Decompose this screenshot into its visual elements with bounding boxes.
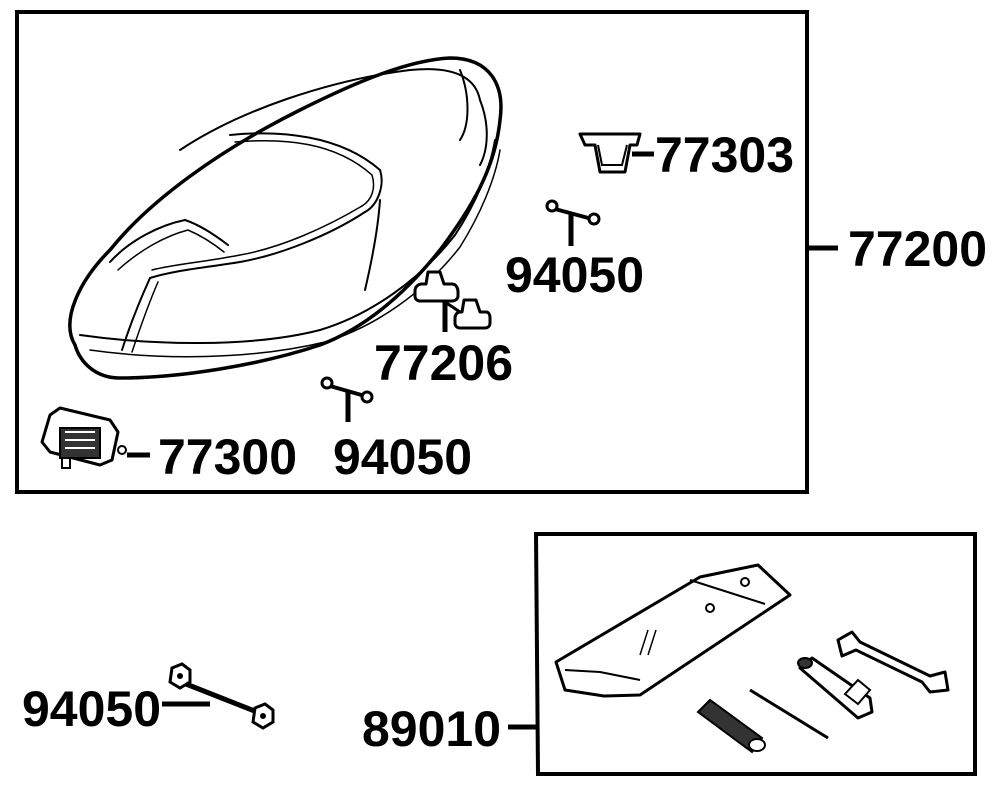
part-number-94050-lower: 94050	[333, 429, 472, 485]
seat-group: 77303 94050 77206 94050	[15, 10, 987, 494]
leader-77206-b	[444, 300, 461, 314]
part-number-89010: 89010	[362, 701, 501, 757]
nut-icon	[360, 390, 374, 404]
nut-hole-icon	[177, 673, 183, 679]
seat-saddle-top-inner	[234, 140, 375, 207]
seat-side-seam	[79, 139, 496, 344]
seat-group-frame	[15, 10, 809, 494]
seat-illustration	[68, 56, 503, 380]
seat-saddle-front-inner	[151, 205, 363, 271]
seat-lock-tab-icon	[61, 457, 71, 469]
seat-nose-panel	[109, 219, 229, 263]
part-77303-buffer: 77303	[578, 127, 794, 183]
seat-rear-hump	[179, 68, 481, 151]
buffer-icon	[578, 132, 642, 174]
part-number-77300: 77300	[158, 429, 297, 485]
part-94050-loose: 94050	[22, 662, 275, 737]
seat-saddle-top	[229, 132, 383, 213]
seat-center-seam	[364, 199, 381, 291]
part-number-77206: 77206	[374, 335, 513, 391]
tool-pouch-shine-icon	[647, 629, 657, 656]
seat-front-seam	[121, 277, 151, 351]
seat-lock-ear-icon	[117, 445, 127, 455]
tool-kit-frame	[533, 532, 977, 776]
part-77206-rubber-stopper: 77206	[374, 270, 513, 391]
nut-rod-icon	[185, 681, 263, 717]
stopper-icon	[413, 270, 460, 303]
stopper-icon	[453, 298, 492, 330]
tool-pouch-button-icon	[740, 577, 750, 587]
nut-rod-icon	[329, 384, 366, 398]
seat-nose-panel-b	[117, 229, 225, 271]
nut-icon	[320, 376, 334, 390]
part-94050-lower: 94050	[320, 376, 472, 485]
socket-spanner-icon	[797, 656, 874, 720]
tool-pouch-shine-icon	[639, 629, 649, 656]
part-number-94050-upper: 94050	[505, 247, 644, 303]
screwdriver-icon	[696, 688, 829, 754]
part-77300-seat-lock: 77300	[40, 406, 297, 485]
tool-pouch-button-icon	[705, 603, 715, 613]
seat-outline	[68, 56, 503, 380]
seat-saddle-front	[149, 211, 366, 279]
tool-kit-group: 89010	[362, 532, 977, 776]
tool-pouch-flap-icon	[564, 579, 766, 681]
nut-icon	[545, 199, 559, 213]
part-number-77303: 77303	[655, 127, 794, 183]
part-94050-upper: 94050	[505, 199, 644, 303]
part-number-94050-loose: 94050	[22, 681, 161, 737]
seat-rear-edge	[459, 69, 488, 166]
part-number-77200: 77200	[848, 221, 987, 277]
buffer-inner-icon	[597, 144, 628, 166]
seat-side-seam-b	[89, 149, 501, 358]
seat-front-seam-b	[131, 281, 159, 353]
open-end-wrench-icon	[836, 630, 950, 694]
nut-icon	[587, 212, 601, 226]
tool-pouch-icon	[554, 563, 792, 698]
nut-hole-icon	[260, 713, 266, 719]
